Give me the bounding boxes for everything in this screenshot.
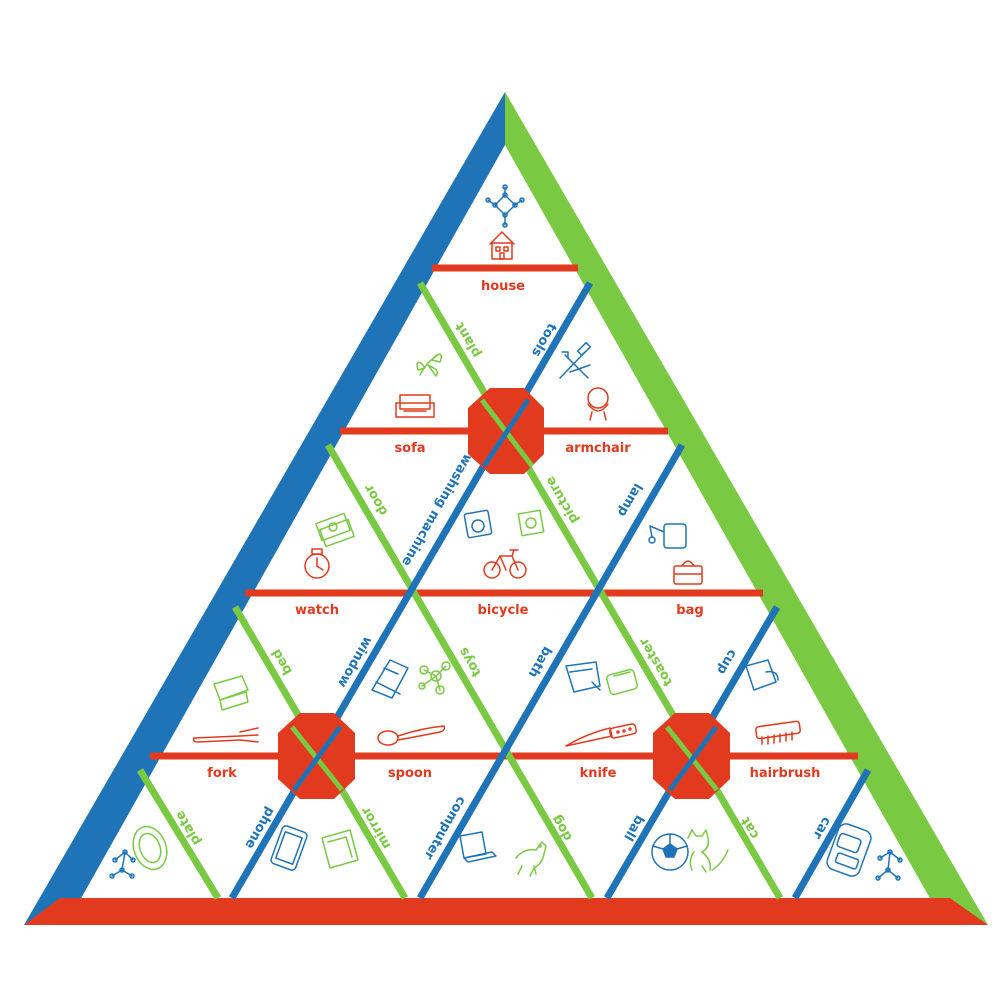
- label-watch: watch: [295, 603, 339, 618]
- label-bag: bag: [676, 603, 703, 618]
- knife-icon: [565, 723, 637, 747]
- label-fork: fork: [207, 766, 237, 781]
- cat-icon: [687, 829, 729, 873]
- blue-line-1: [228, 281, 594, 900]
- bath-icon: [565, 661, 601, 693]
- dog-icon: [515, 841, 547, 877]
- window-icon: [371, 659, 409, 699]
- car-icon: [826, 823, 872, 877]
- phone-icon: [270, 825, 308, 871]
- label-hairbrush: hairbrush: [750, 766, 821, 781]
- green-line-2: [324, 443, 596, 900]
- lamp-icon: [648, 523, 687, 549]
- horizontal-labels: house sofa armchair watch bicycle bag fo…: [207, 279, 820, 781]
- washing-machine-icon: [463, 509, 493, 539]
- door-icon: [315, 512, 355, 548]
- label-armchair: armchair: [565, 441, 631, 456]
- sofa-icon: [395, 394, 435, 418]
- picture-icon: [517, 509, 545, 537]
- bag-icon: [673, 560, 703, 585]
- tools-icon: [559, 341, 592, 379]
- bed-icon: [213, 675, 249, 711]
- watch-icon: [304, 548, 330, 579]
- left-edge-band: [24, 92, 505, 925]
- network-icon: [875, 849, 903, 881]
- right-edge-band: [505, 92, 988, 925]
- blue-line-4: [791, 768, 872, 900]
- ball-icon: [651, 833, 689, 871]
- network-icon: [109, 849, 136, 879]
- label-knife: knife: [580, 766, 617, 781]
- house-icon: [489, 231, 515, 260]
- mirror-icon: [321, 829, 359, 869]
- fork-icon: [192, 727, 259, 743]
- hairbrush-icon: [755, 720, 801, 745]
- label-spoon: spoon: [388, 766, 432, 781]
- toaster-icon: [606, 668, 638, 696]
- bottom-edge-band: [24, 898, 988, 925]
- green-line-4: [137, 768, 221, 900]
- triangle-face: [24, 92, 988, 925]
- label-sofa: sofa: [394, 441, 425, 456]
- blue-line-2: [416, 443, 686, 900]
- network-icon: [485, 184, 525, 228]
- plate-icon: [132, 825, 168, 871]
- bicycle-icon: [483, 549, 527, 579]
- spoon-icon: [377, 725, 446, 746]
- cup-icon: [745, 659, 779, 691]
- computer-icon: [459, 831, 497, 863]
- label-house: house: [481, 279, 525, 294]
- plant-icon: [416, 353, 443, 377]
- label-bicycle: bicycle: [478, 603, 529, 618]
- toys-icon: [418, 661, 451, 695]
- armchair-icon: [587, 387, 609, 421]
